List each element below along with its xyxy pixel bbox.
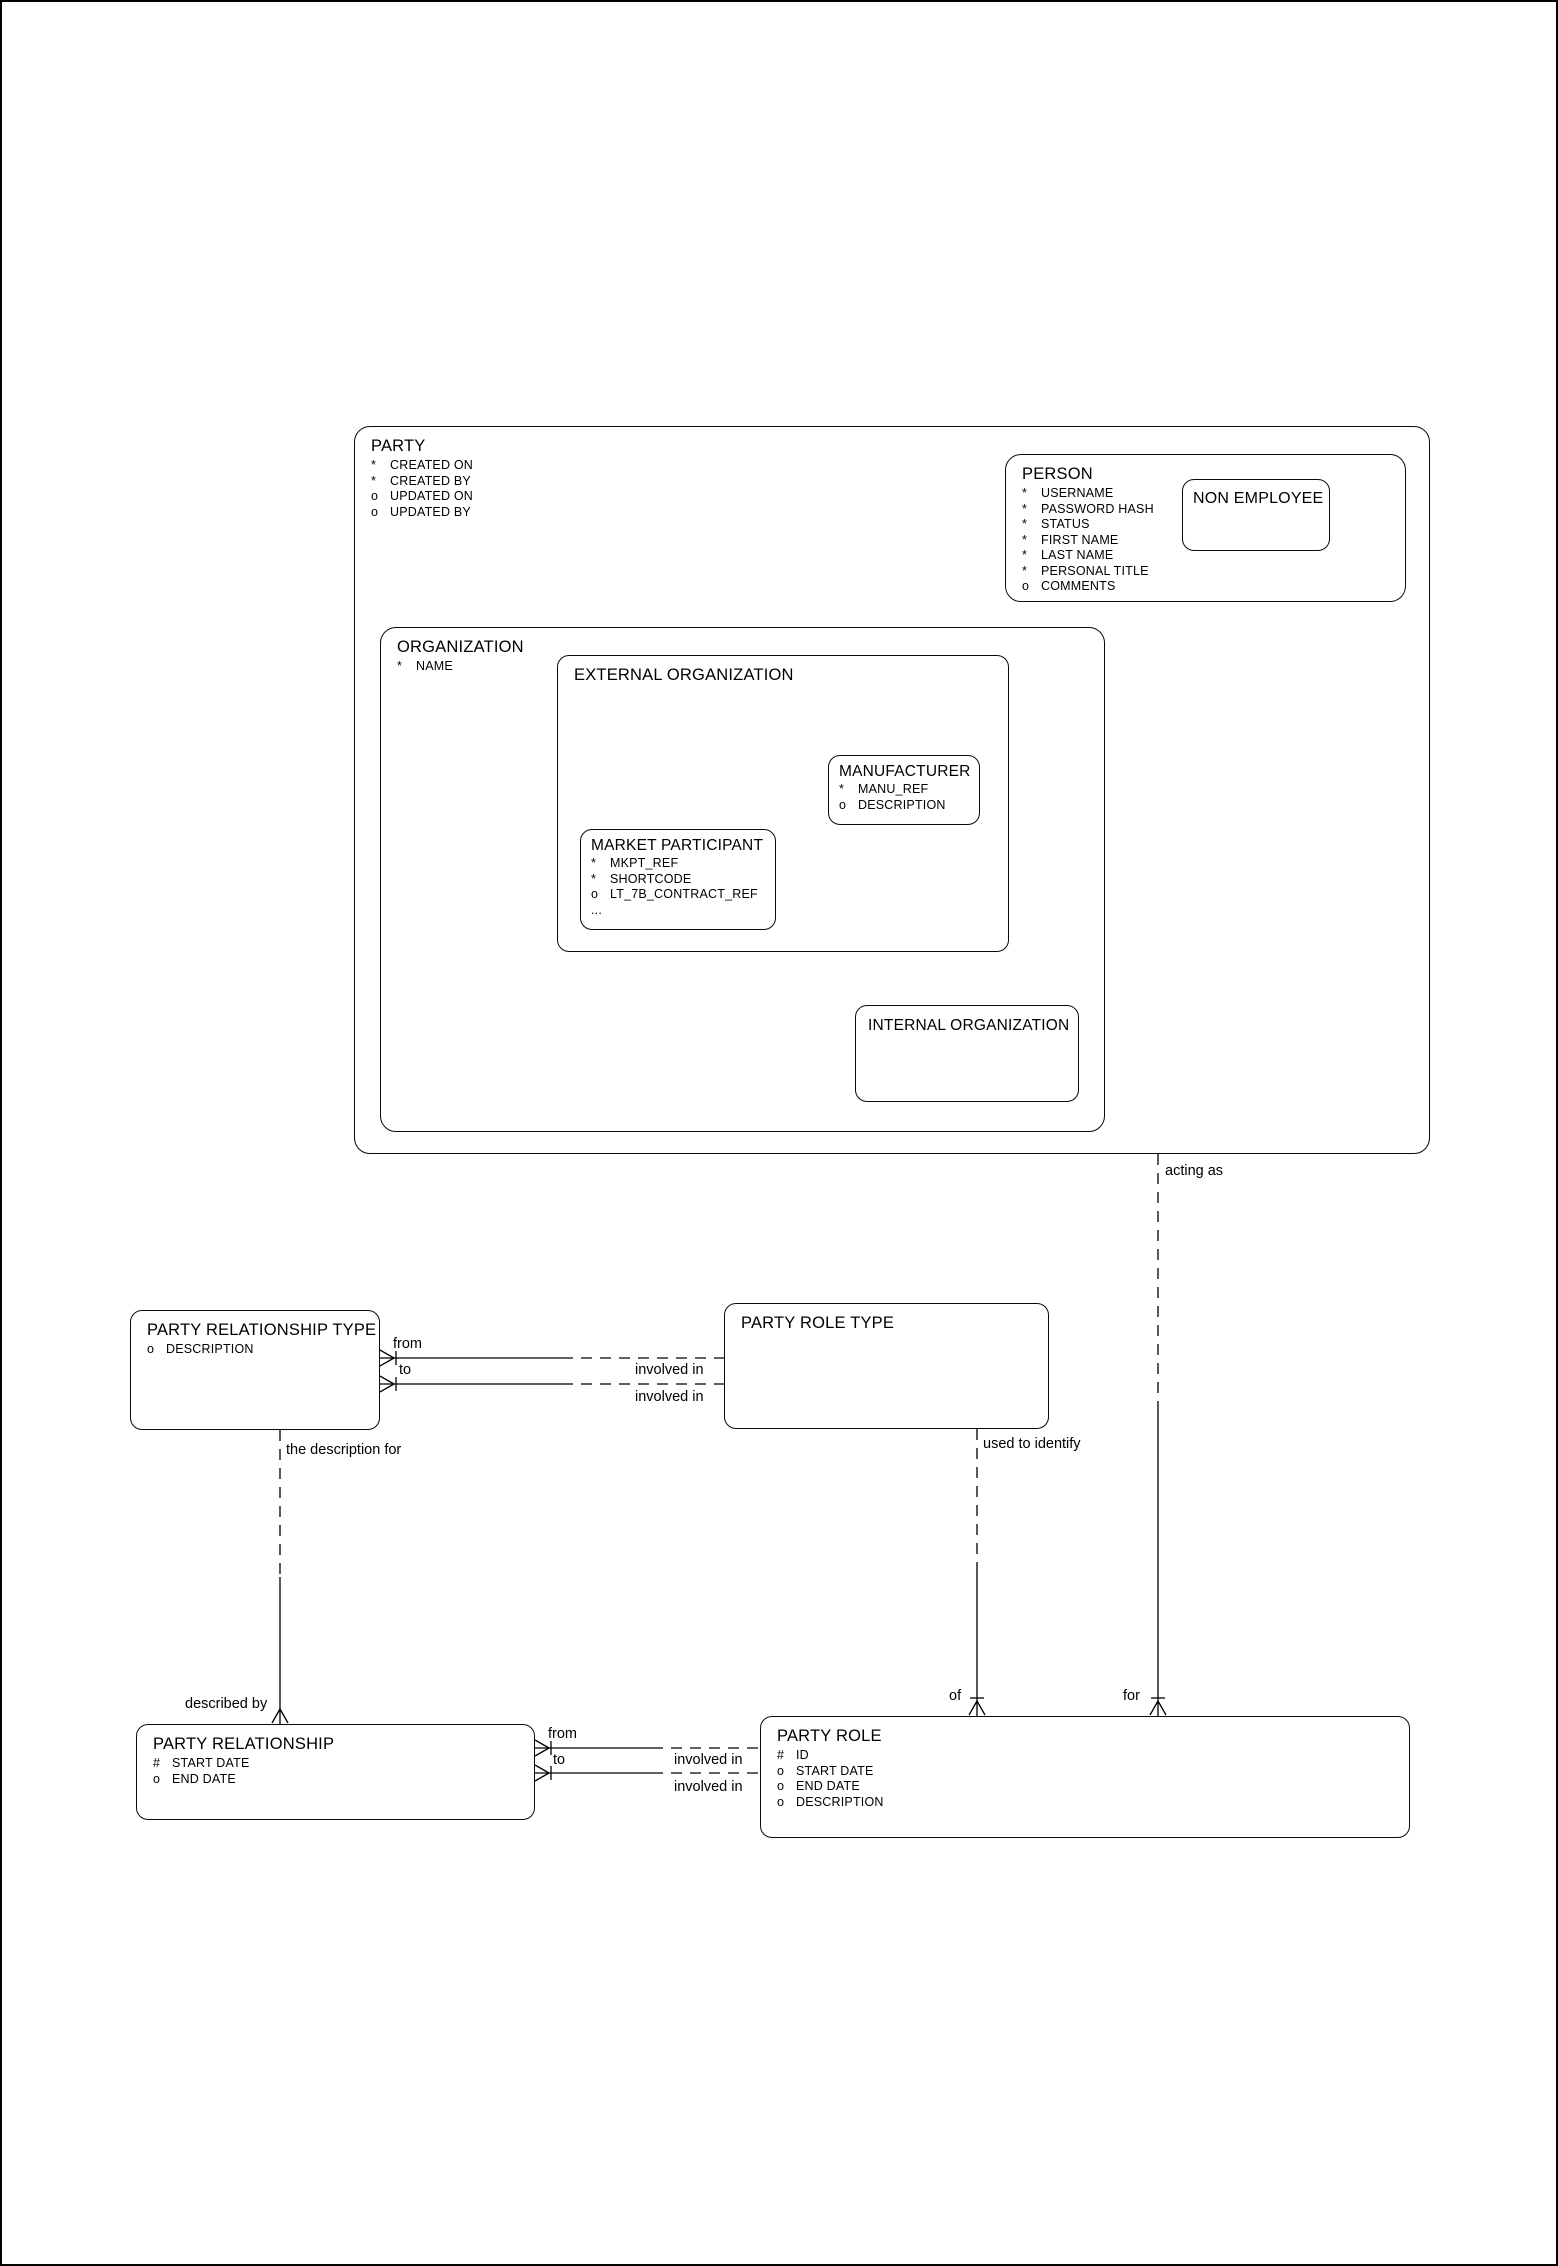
attribute-row: #ID — [777, 1748, 809, 1762]
attribute-list: *USERNAME *PASSWORD HASH *STATUS *FIRST … — [1022, 486, 1395, 595]
entity-party-role-type[interactable]: PARTY ROLE TYPE — [724, 1303, 1049, 1429]
attribute-row: *PERSONAL TITLE — [1022, 563, 1149, 578]
attribute-row: *USERNAME — [1022, 486, 1114, 500]
entity-title-person: PERSON — [1022, 465, 1093, 483]
entity-external-organization[interactable]: EXTERNAL ORGANIZATION — [557, 655, 1009, 952]
entity-organization[interactable]: ORGANIZATION *NAME — [380, 627, 1105, 1132]
entity-title-market-participant: MARKET PARTICIPANT — [591, 837, 764, 854]
label-described-by: described by — [185, 1696, 268, 1712]
attribute-row: *NAME — [397, 659, 453, 673]
attribute-row: #START DATE — [153, 1756, 250, 1770]
label-to-bottom: to — [553, 1752, 566, 1768]
entity-title-organization: ORGANIZATION — [397, 638, 524, 656]
label-for: for — [1123, 1688, 1140, 1704]
entity-non-employee[interactable]: NON EMPLOYEE — [1182, 479, 1330, 551]
attribute-row: *MKPT_REF — [591, 856, 679, 870]
attribute-list: *NAME — [397, 659, 1094, 675]
label-involved-in-bottom-1: involved in — [674, 1752, 743, 1768]
entity-title-party-relationship-type: PARTY RELATIONSHIP TYPE — [147, 1321, 377, 1339]
label-the-description-for: the description for — [286, 1442, 402, 1458]
entity-title-party-role-type: PARTY ROLE TYPE — [741, 1314, 895, 1332]
entity-market-participant[interactable]: MARKET PARTICIPANT *MKPT_REF *SHORTCODE … — [580, 829, 776, 930]
label-involved-in-top-2: involved in — [635, 1389, 704, 1405]
attribute-row: *MANU_REF — [839, 782, 929, 796]
label-from-top: from — [393, 1336, 422, 1352]
attribute-row: *SHORTCODE — [591, 871, 692, 886]
label-from-bottom: from — [548, 1726, 577, 1742]
entity-title-party-relationship: PARTY RELATIONSHIP — [153, 1735, 335, 1753]
entity-title-party: PARTY — [371, 437, 426, 455]
attribute-row: *FIRST NAME — [1022, 532, 1119, 547]
attribute-row: *CREATED BY — [371, 473, 471, 488]
label-involved-in-top-1: involved in — [635, 1362, 704, 1378]
relationship-line-to-top[interactable] — [379, 1375, 724, 1393]
entity-title-internal-organization: INTERNAL ORGANIZATION — [868, 1017, 1070, 1034]
entity-title-non-employee: NON EMPLOYEE — [1193, 490, 1324, 507]
relationship-line-used-to-identify-of[interactable] — [968, 1429, 986, 1716]
entity-title-external-organization: EXTERNAL ORGANIZATION — [574, 666, 794, 684]
entity-person[interactable]: PERSON *USERNAME *PASSWORD HASH *STATUS … — [1005, 454, 1406, 602]
label-involved-in-bottom-2: involved in — [674, 1779, 743, 1795]
label-acting-as: acting as — [1165, 1163, 1224, 1179]
label-of: of — [949, 1688, 962, 1704]
relationship-line-description-for-described-by[interactable] — [271, 1430, 289, 1724]
attribute-row: *CREATED ON — [371, 458, 474, 472]
attribute-row: *PASSWORD HASH — [1022, 501, 1154, 516]
relationship-line-acting-as-for[interactable] — [1149, 1154, 1167, 1716]
relationship-line-from-bottom[interactable] — [534, 1739, 760, 1757]
relationship-line-to-bottom[interactable] — [534, 1764, 760, 1782]
attribute-row: *LAST NAME — [1022, 548, 1114, 562]
label-used-to-identify: used to identify — [983, 1436, 1081, 1452]
label-to-top: to — [399, 1362, 412, 1378]
relationship-line-from-top[interactable] — [379, 1349, 724, 1367]
attribute-row: *STATUS — [1022, 517, 1090, 531]
entity-title-party-role: PARTY ROLE — [777, 1727, 882, 1745]
entity-internal-organization[interactable]: INTERNAL ORGANIZATION — [855, 1005, 1079, 1102]
attribute-row: ... — [591, 902, 603, 917]
entity-title-manufacturer: MANUFACTURER — [839, 763, 971, 780]
